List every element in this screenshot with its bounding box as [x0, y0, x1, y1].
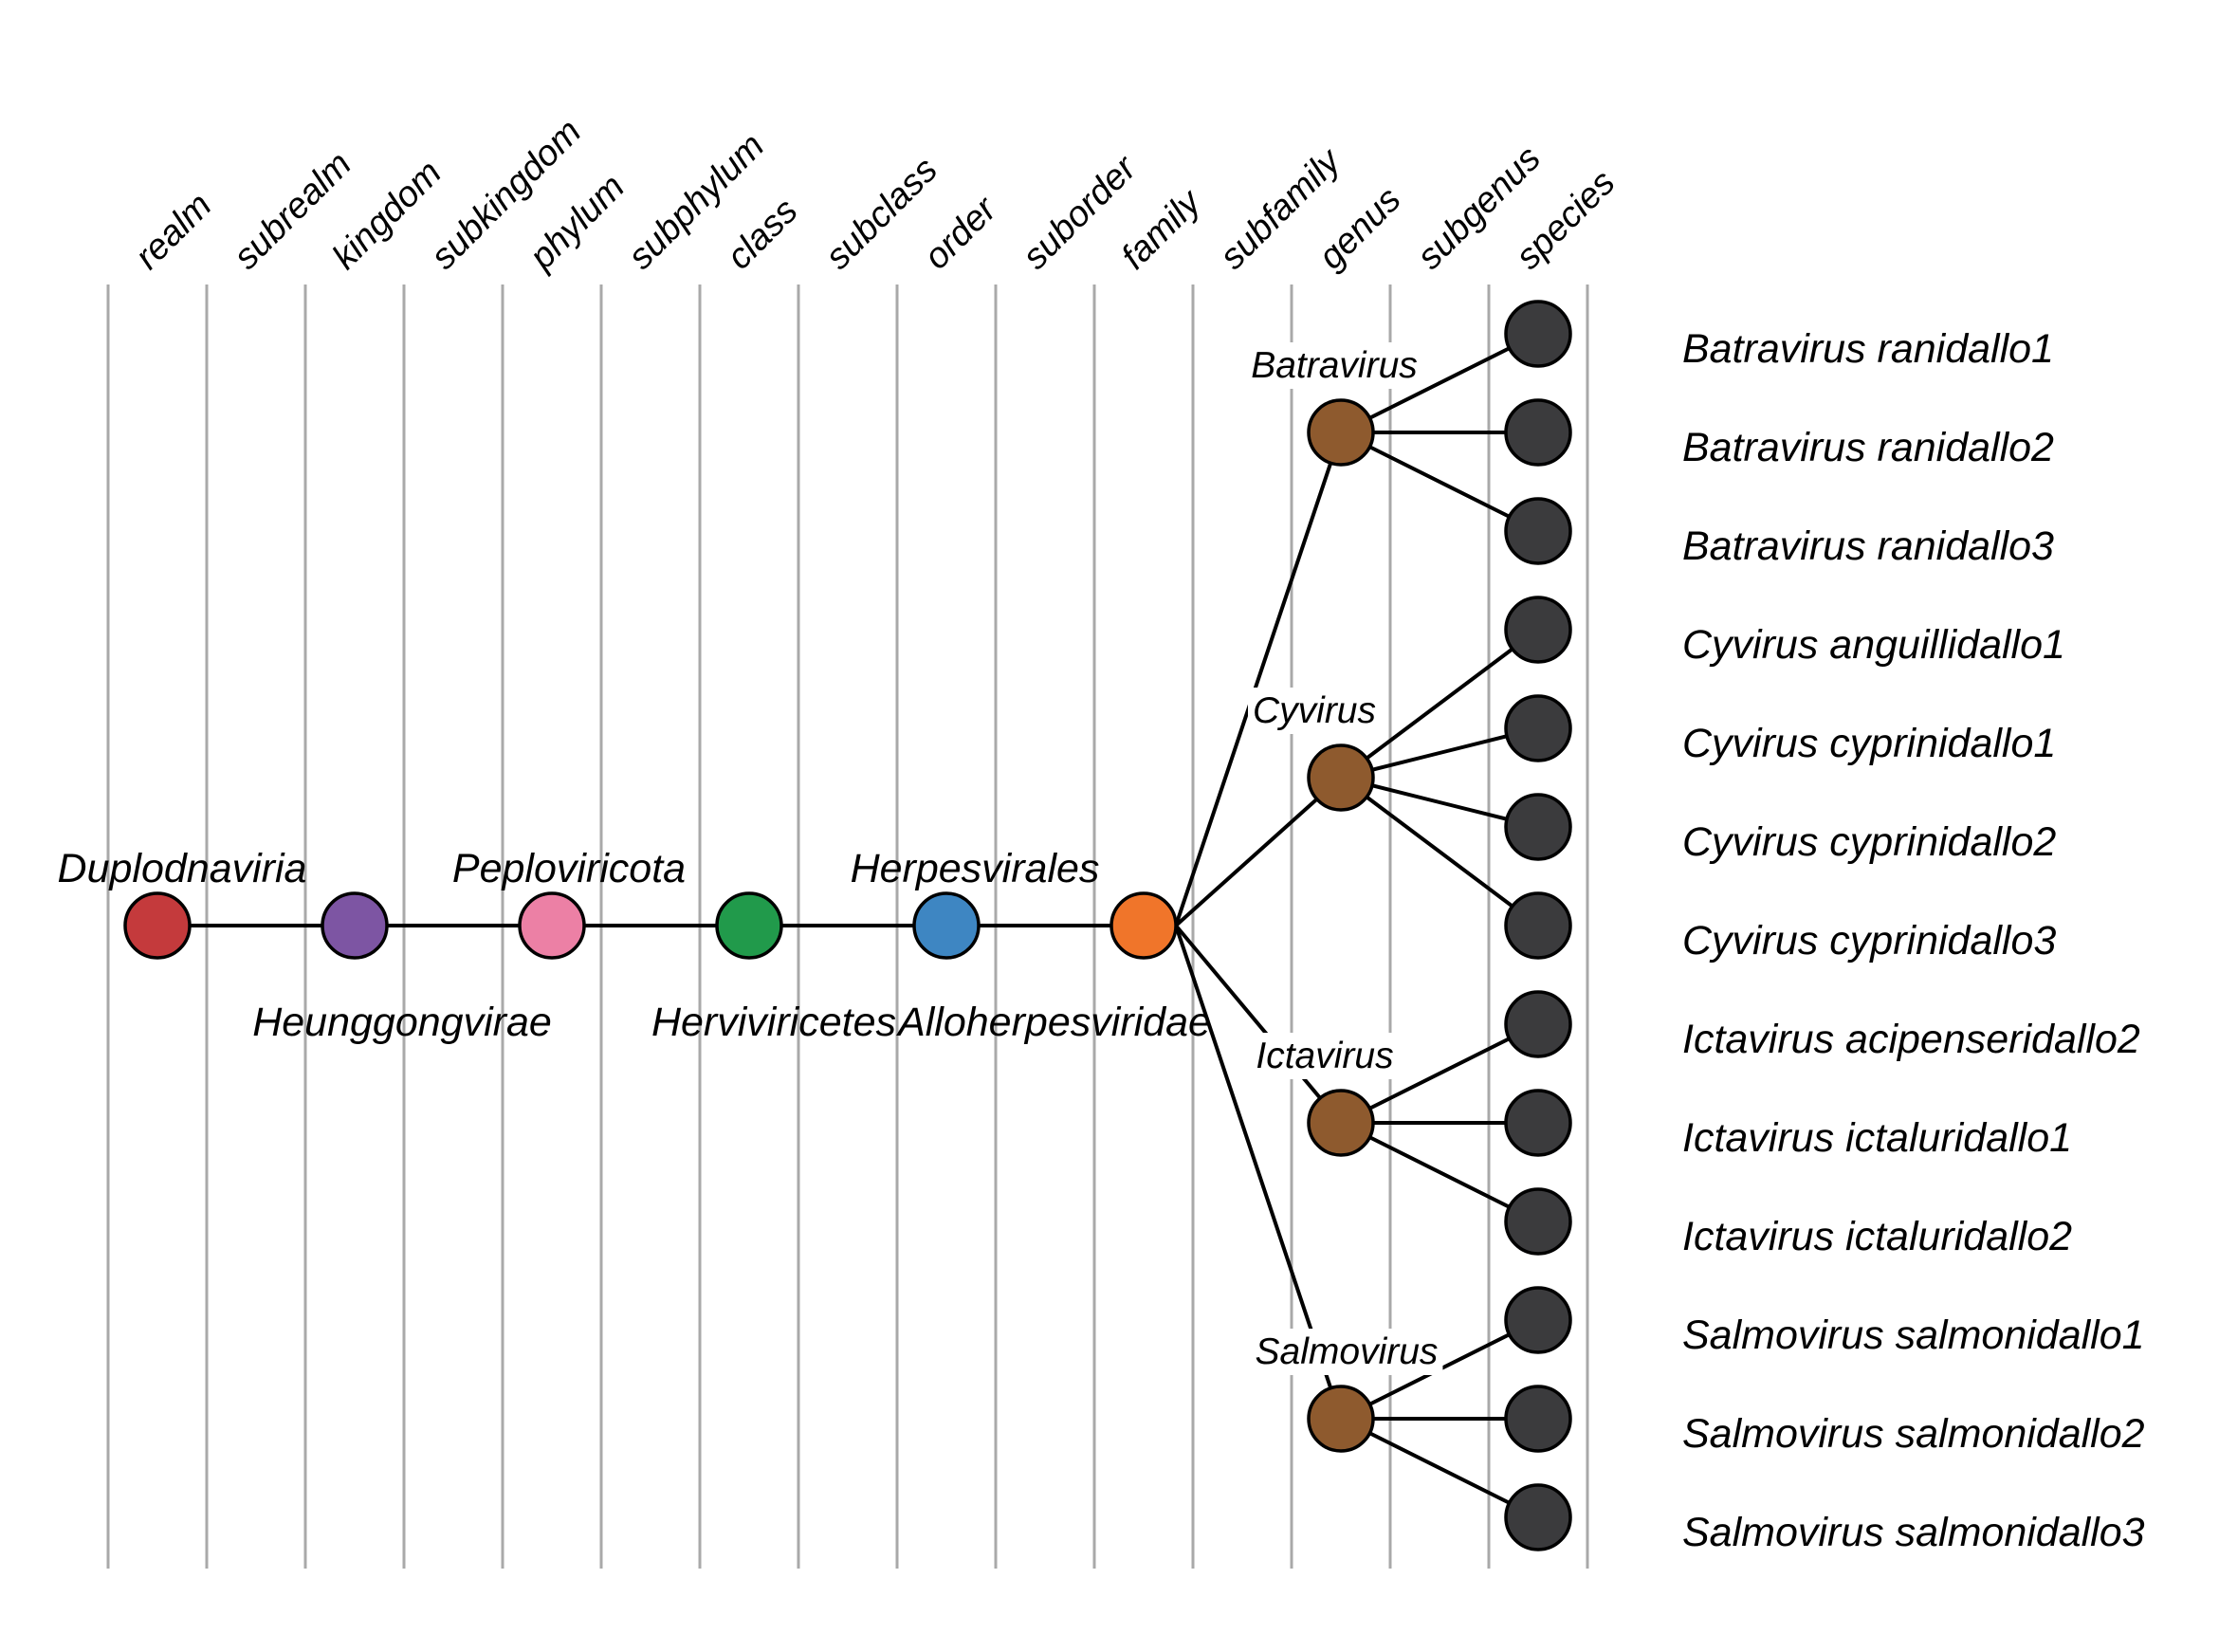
species-node — [1504, 891, 1572, 960]
genus-to-species-line — [1339, 628, 1540, 780]
genus-to-species-line — [1340, 431, 1539, 533]
genus-label-ictavirus: Ictavirus — [1256, 1036, 1393, 1076]
genus-label-backing — [1246, 342, 1422, 389]
lineage-node-phylum — [518, 891, 586, 960]
species-label: Batravirus ranidallo3 — [1682, 523, 2054, 569]
species-node — [1504, 1385, 1572, 1453]
family-to-genus-line-ictavirus — [1174, 924, 1343, 1125]
rank-header-class: class — [720, 191, 806, 277]
genus-label-backing — [1247, 688, 1382, 734]
genus-label-cyvirus: Cyvirus — [1253, 690, 1376, 731]
species-label: Ictavirus ictaluridallo1 — [1682, 1115, 2072, 1161]
genus-to-species-line — [1340, 1121, 1539, 1223]
lineage-label-kingdom: Heunggongvirae — [252, 1000, 552, 1045]
species-label: Ictavirus acipenseridallo2 — [1682, 1017, 2140, 1062]
species-node — [1504, 1089, 1572, 1157]
species-label: Salmovirus salmonidallo2 — [1682, 1411, 2145, 1457]
lineage-label-phylum: Peploviricota — [452, 846, 686, 891]
species-node — [1504, 694, 1572, 762]
species-label: Ictavirus ictaluridallo2 — [1682, 1214, 2072, 1259]
species-node — [1504, 300, 1572, 368]
lineage-label-realm: Duplodnaviria — [58, 846, 307, 891]
genus-node-salmovirus — [1307, 1385, 1375, 1453]
lineage-node-order — [912, 891, 981, 960]
rank-header-order: order — [917, 189, 1005, 277]
lineage-node-family — [1110, 891, 1178, 960]
genus-label-backing — [1250, 1329, 1443, 1375]
lineage-node-realm — [123, 891, 192, 960]
genus-to-species-line — [1339, 776, 1540, 927]
genus-node-ictavirus — [1307, 1089, 1375, 1157]
genus-to-species-line — [1340, 1417, 1539, 1519]
genus-label-backing — [1251, 1033, 1399, 1079]
species-label: Cyvirus cyprinidallo2 — [1682, 819, 2056, 865]
species-label: Salmovirus salmonidallo1 — [1682, 1312, 2145, 1358]
species-node — [1504, 1187, 1572, 1256]
genus-to-species-line — [1340, 332, 1539, 434]
species-node — [1504, 398, 1572, 467]
genus-node-cyvirus — [1307, 743, 1375, 812]
species-label: Salmovirus salmonidallo3 — [1682, 1510, 2145, 1555]
lineage-node-class — [715, 891, 783, 960]
species-node — [1504, 1286, 1572, 1354]
species-node — [1504, 1483, 1572, 1551]
genus-node-batravirus — [1307, 398, 1375, 467]
lineage-node-kingdom — [321, 891, 389, 960]
species-node — [1504, 793, 1572, 861]
rank-header-realm: realm — [128, 185, 220, 277]
rank-header-genus: genus — [1311, 179, 1409, 277]
species-label: Cyvirus cyprinidallo1 — [1682, 721, 2056, 766]
family-to-genus-line-cyvirus — [1174, 776, 1343, 927]
rank-header-family: family — [1114, 181, 1210, 277]
species-label: Batravirus ranidallo1 — [1682, 326, 2054, 372]
species-node — [1504, 596, 1572, 664]
species-node — [1504, 990, 1572, 1058]
lineage-label-order: Herpesvirales — [851, 846, 1100, 891]
genus-label-salmovirus: Salmovirus — [1256, 1331, 1439, 1372]
genus-label-batravirus: Batravirus — [1251, 345, 1418, 386]
family-to-genus-line-batravirus — [1174, 431, 1343, 927]
lineage-label-class: Herviviricetes — [651, 1000, 896, 1045]
genus-to-species-line — [1340, 1022, 1539, 1125]
species-label: Batravirus ranidallo2 — [1682, 425, 2054, 470]
lineage-label-family: Alloherpesviridae — [895, 1000, 1211, 1045]
species-label: Cyvirus cyprinidallo3 — [1682, 918, 2056, 964]
species-label: Cyvirus anguillidallo1 — [1682, 622, 2065, 668]
species-node — [1504, 497, 1572, 565]
